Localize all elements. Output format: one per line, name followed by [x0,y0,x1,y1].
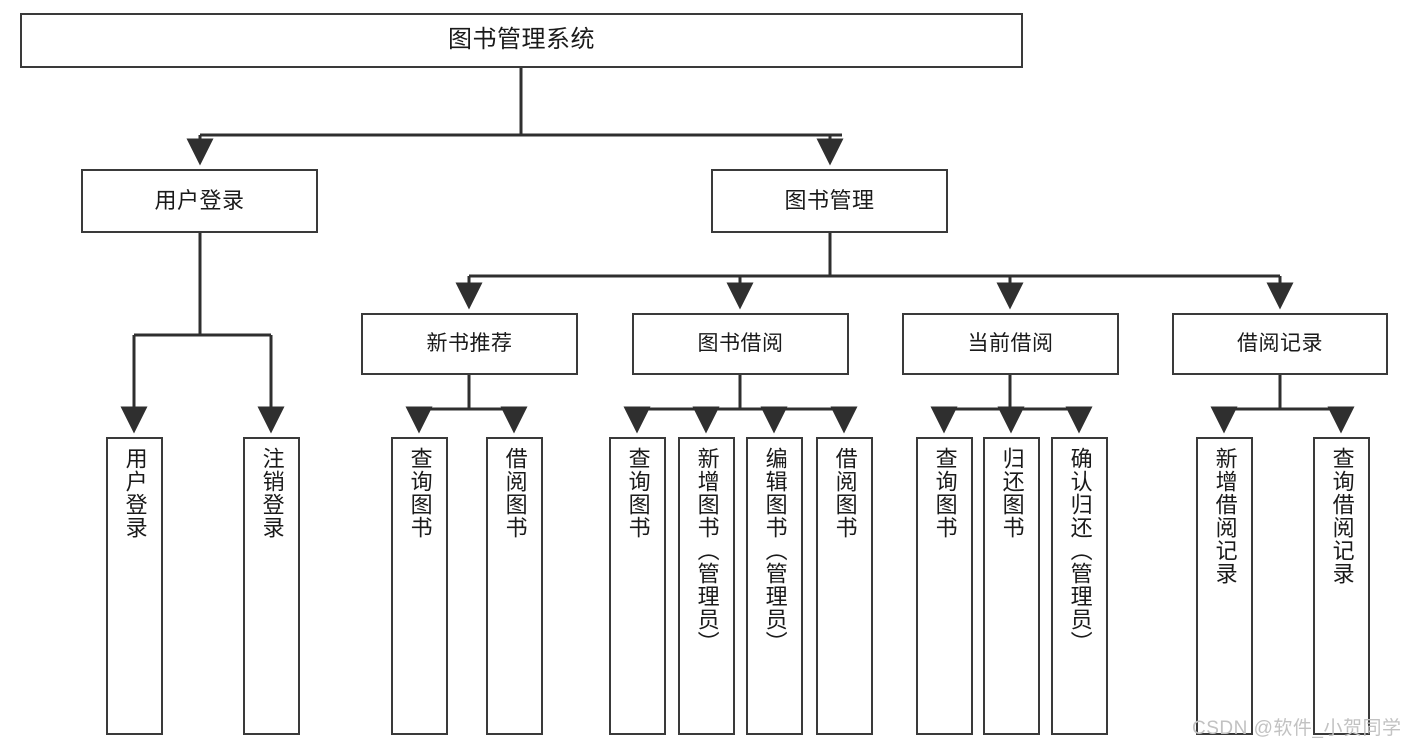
leaf-query-book-current[interactable]: 查询图书 [916,437,973,735]
leaf-query-book-borrow[interactable]: 查询图书 [609,437,666,735]
node-book-borrow[interactable]: 图书借阅 [632,313,849,375]
leaf-return-book[interactable]: 归还图书 [983,437,1040,735]
leaf-query-book-recommend[interactable]: 查询图书 [391,437,448,735]
node-label: 查询图书 [625,447,651,539]
node-user-login[interactable]: 用户登录 [81,169,318,233]
node-borrow-record[interactable]: 借阅记录 [1172,313,1388,375]
node-label: 借阅记录 [1237,331,1323,355]
node-label: 归还图书 [999,447,1025,539]
node-label: 查询图书 [407,447,433,539]
leaf-confirm-return-admin[interactable]: 确认归还（管理员） [1051,437,1108,735]
node-label: 图书管理 [784,188,875,214]
leaf-edit-book-admin[interactable]: 编辑图书（管理员） [746,437,803,735]
node-label: 借阅图书 [502,447,528,539]
node-current-borrow[interactable]: 当前借阅 [902,313,1119,375]
csdn-watermark: CSDN @软件_小贺同学 [1192,718,1402,739]
node-label: 用户登录 [122,447,148,539]
node-label: 新增图书（管理员） [694,447,720,654]
node-book-management[interactable]: 图书管理 [711,169,948,233]
leaf-borrow-book[interactable]: 借阅图书 [816,437,873,735]
node-new-book-recommend[interactable]: 新书推荐 [361,313,578,375]
node-label: 图书借阅 [697,331,784,355]
leaf-user-login[interactable]: 用户登录 [106,437,163,735]
node-label: 用户登录 [154,188,245,214]
node-label: 确认归还（管理员） [1067,447,1093,654]
node-label: 借阅图书 [832,447,858,539]
leaf-add-borrow-record[interactable]: 新增借阅记录 [1196,437,1253,735]
node-label: 查询图书 [932,447,958,539]
node-label: 当前借阅 [967,331,1054,355]
leaf-query-borrow-record[interactable]: 查询借阅记录 [1313,437,1370,735]
leaf-add-book-admin[interactable]: 新增图书（管理员） [678,437,735,735]
node-label: 新书推荐 [426,331,513,355]
leaf-logout[interactable]: 注销登录 [243,437,300,735]
node-root-system[interactable]: 图书管理系统 [20,13,1023,68]
node-label: 查询借阅记录 [1329,447,1355,585]
node-label: 注销登录 [259,447,285,539]
node-label: 新增借阅记录 [1212,447,1238,585]
leaf-borrow-book-recommend[interactable]: 借阅图书 [486,437,543,735]
node-label: 编辑图书（管理员） [762,447,788,654]
node-label: 图书管理系统 [448,26,595,54]
